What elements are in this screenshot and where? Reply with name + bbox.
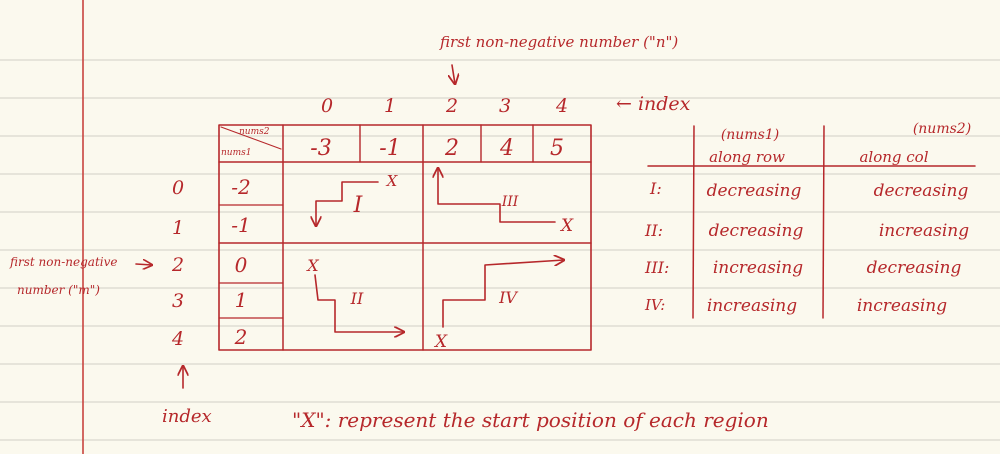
row-index-2: 2 <box>171 254 184 276</box>
top-annotation-arrow <box>452 64 455 84</box>
region-II-label: II <box>350 289 364 308</box>
left-annotation-line1: first non-negative <box>9 255 117 269</box>
ruled-lines <box>0 59 1000 441</box>
region-III-start-marker: X <box>559 216 574 236</box>
row-index-1: 1 <box>172 217 184 239</box>
region-IV-path <box>442 260 564 328</box>
summary-col2-header: along col <box>859 148 928 166</box>
left-annotation-line2: number ("m") <box>17 283 100 297</box>
region-II-path <box>314 274 404 332</box>
summary-row-0-label: I: <box>649 179 662 198</box>
header-nums1: nums1 <box>221 148 251 158</box>
region-III-label: III <box>501 194 519 210</box>
nums2-value-3: 4 <box>499 136 514 161</box>
nums2-value-1: -1 <box>379 136 400 161</box>
nums1-value-3: 1 <box>235 288 248 312</box>
col-index-4: 4 <box>555 95 568 117</box>
region-I-path <box>316 181 379 226</box>
summary-row-2-col: decreasing <box>867 258 962 278</box>
side-index-label: index <box>162 406 212 427</box>
summary-col1-header: along row <box>709 148 785 166</box>
region-II-start-marker: X <box>305 256 319 275</box>
nums1-value-2: 0 <box>235 253 248 277</box>
row-index-3: 3 <box>172 290 184 312</box>
nums1-value-4: 2 <box>234 325 248 349</box>
summary-row-3-col: increasing <box>857 296 947 316</box>
region-IV-label: IV <box>498 288 518 307</box>
region-IV-start-marker: X <box>433 332 448 352</box>
col-index-3: 3 <box>499 95 511 117</box>
summary-col2-sub: (nums2) <box>913 121 971 137</box>
summary-row-1-row: decreasing <box>709 221 804 241</box>
summary-row-2-label: III: <box>644 258 669 277</box>
grid-table <box>218 124 592 351</box>
summary-row-1-col: increasing <box>879 221 969 241</box>
nums1-value-0: -2 <box>231 175 250 199</box>
nums1-value-1: -1 <box>231 213 250 237</box>
nums2-value-0: -3 <box>310 136 331 161</box>
summary-row-0-col: decreasing <box>874 181 969 201</box>
col-index-1: 1 <box>384 95 396 117</box>
region-III-path <box>438 168 556 223</box>
summary-col1-sub: (nums1) <box>721 127 779 143</box>
col-index-0: 0 <box>321 95 333 117</box>
summary-row-3-label: IV: <box>644 296 665 314</box>
header-nums2: nums2 <box>239 127 270 137</box>
top-index-label: ← index <box>616 93 691 115</box>
legend-text: "X": represent the start position of eac… <box>292 408 769 432</box>
col-index-2: 2 <box>445 95 458 117</box>
nums2-value-4: 5 <box>550 136 564 161</box>
summary-row-2-row: increasing <box>713 258 803 278</box>
summary-table <box>647 125 976 319</box>
summary-row-1-label: II: <box>644 221 663 240</box>
region-I-start-marker: X <box>386 172 399 190</box>
nums2-value-2: 2 <box>444 136 459 161</box>
region-I-label: I <box>353 193 364 218</box>
summary-row-0-row: decreasing <box>707 181 802 201</box>
top-annotation: first non-negative number ("n") <box>439 33 678 51</box>
row-index-4: 4 <box>171 328 184 350</box>
row-index-0: 0 <box>172 177 184 199</box>
header-diagonal <box>220 126 282 150</box>
left-annotation-arrow <box>135 264 152 265</box>
summary-row-3-row: increasing <box>707 296 797 316</box>
